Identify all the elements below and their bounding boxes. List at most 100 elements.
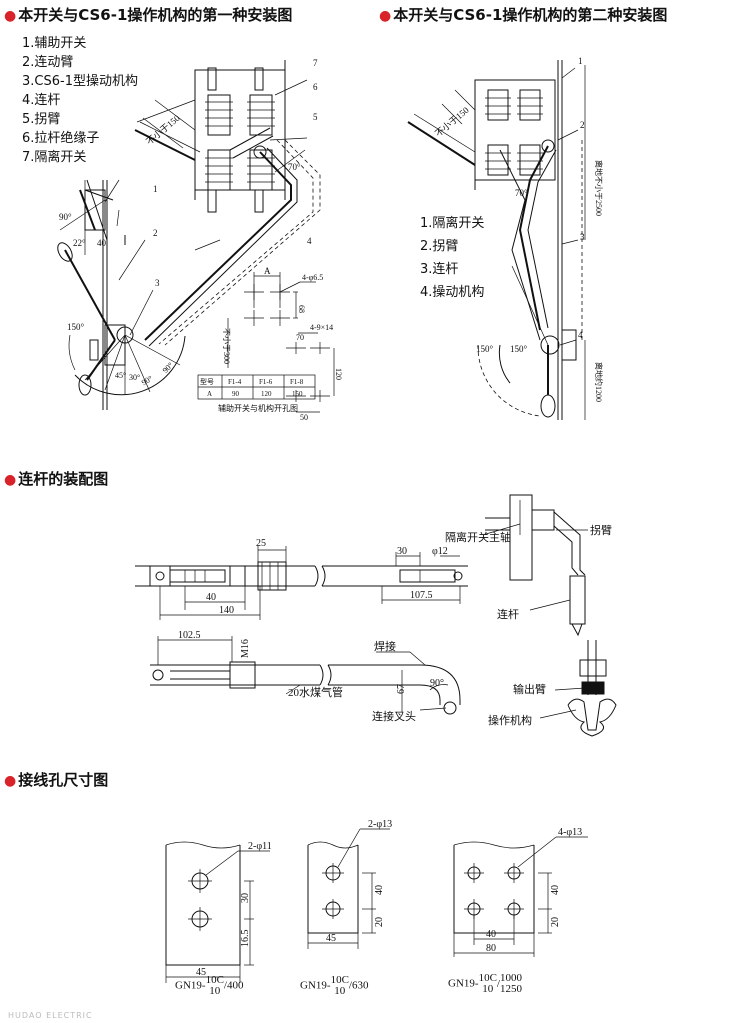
dim-30: 30 bbox=[397, 546, 407, 557]
legend-item: 2.连动臂 bbox=[22, 55, 74, 70]
table-header-cell: F1-8 bbox=[290, 378, 304, 386]
label-num-4: 4 bbox=[578, 330, 583, 340]
legend-item: 4.连杆 bbox=[22, 93, 61, 108]
dim-20: 20 bbox=[374, 917, 385, 927]
table-header-cell: F1-6 bbox=[259, 378, 273, 386]
terminal-diagram-630: 2-φ13 40 20 45 bbox=[307, 819, 392, 949]
label-main-shaft: 隔离开关主轴 bbox=[445, 530, 511, 544]
dim-not-less-300: 不小于300 bbox=[222, 328, 231, 364]
legend-item: 6.拉杆绝缘子 bbox=[22, 131, 100, 146]
dim-140: 140 bbox=[219, 605, 234, 616]
legend-item: 7.隔离开关 bbox=[22, 150, 87, 165]
dim-m16: M16 bbox=[240, 639, 251, 658]
label-num-2: 2 bbox=[580, 120, 585, 130]
dim-45: 45 bbox=[326, 933, 336, 944]
legend-item: 3.CS6-1型操动机构 bbox=[22, 74, 138, 89]
holes-caption: 辅助开关与机构开孔图 bbox=[218, 403, 298, 413]
angle-90: 90° bbox=[430, 678, 444, 689]
hole-spec: 2-φ11 bbox=[248, 841, 272, 852]
label-num-1: 1 bbox=[153, 184, 158, 194]
ground-clearance-2500: 离地不小于2500 bbox=[594, 160, 604, 216]
legend-item: 1.辅助开关 bbox=[22, 36, 87, 51]
section-title-rod: ●连杆的装配图 bbox=[4, 470, 109, 488]
dim-50: 50 bbox=[300, 413, 308, 422]
dim-40-vertical: 40 bbox=[550, 885, 561, 895]
dim-80: 80 bbox=[486, 943, 496, 954]
angle-150-small: 150° bbox=[510, 344, 528, 354]
dim-30: 30 bbox=[240, 893, 251, 903]
dim-45: 45 bbox=[196, 967, 206, 978]
legend-item: 2.拐臂 bbox=[420, 239, 459, 254]
label-pipe: 20水煤气管 bbox=[288, 685, 343, 699]
legend-item: 4.操动机构 bbox=[420, 285, 485, 300]
dim-16-5: 16.5 bbox=[240, 930, 251, 948]
bullet-icon: ● bbox=[379, 8, 392, 24]
angle-45: 45° bbox=[115, 371, 126, 380]
holes-phi65: 4-φ6.5 bbox=[302, 273, 323, 282]
rod-assembly-diagram: 25 40 140 30 φ12 107.5 102.5 M16 焊接 20水煤… bbox=[135, 494, 617, 737]
insulator-stack bbox=[205, 94, 275, 191]
label-output-arm: 输出臂 bbox=[513, 682, 546, 696]
table-cell: 90 bbox=[232, 390, 240, 398]
dim-not-less-150: 不小于150 bbox=[144, 113, 182, 147]
label-mechanism: 操作机构 bbox=[488, 713, 532, 727]
dim-25: 25 bbox=[256, 538, 266, 549]
angle-90b: 90° bbox=[140, 374, 154, 387]
dim-68: 68 bbox=[297, 305, 306, 313]
table-cell: 150 bbox=[292, 390, 303, 398]
angle-30: 30° bbox=[129, 373, 140, 382]
dim-A: A bbox=[264, 266, 271, 276]
table-cell: A bbox=[207, 390, 212, 398]
label-link: 连杆 bbox=[497, 607, 519, 621]
dim-phi12: φ12 bbox=[432, 546, 448, 557]
angle-70: 70° bbox=[288, 162, 301, 172]
label-num-5: 5 bbox=[313, 112, 318, 122]
dim-40-horizontal: 40 bbox=[486, 929, 496, 940]
legend-item: 1.隔离开关 bbox=[420, 216, 485, 231]
section-title-install2: ●本开关与CS6-1操作机构的第二种安装图 bbox=[379, 6, 668, 24]
terminal-diagram-1250: 4-φ13 40 20 40 80 bbox=[453, 827, 588, 957]
aux-holes-diagram: A 4-φ6.5 68 不小于300 70 4-9×14 120 50 bbox=[222, 266, 343, 422]
ground-clearance-1200: 离地约1200 bbox=[594, 362, 604, 402]
label-num-1: 1 bbox=[578, 56, 583, 66]
angle-90c: 90° bbox=[161, 361, 175, 375]
angle-22: 22° bbox=[73, 238, 86, 248]
label-num-2: 2 bbox=[153, 228, 158, 238]
angle-90: 90° bbox=[59, 212, 72, 222]
section-title-install1: ●本开关与CS6-1操作机构的第一种安装图 bbox=[4, 6, 293, 24]
legend-install2: 1.隔离开关 2.拐臂 3.连杆 4.操动机构 bbox=[420, 212, 484, 304]
legend-install1: 1.辅助开关 2.连动臂 3.CS6-1型操动机构 4.连杆 5.拐臂 6.拉杆… bbox=[22, 34, 138, 167]
label-num-6: 6 bbox=[313, 82, 318, 92]
terminal-diagram-400: 2-φ11 30 16.5 45 bbox=[165, 841, 272, 983]
model-table: 型号 F1-4 F1-6 F1-8 A 90 120 150 辅助开关与机构开孔… bbox=[197, 374, 316, 413]
bullet-icon: ● bbox=[4, 773, 17, 789]
dim-40: 40 bbox=[206, 592, 216, 603]
label-weld: 焊接 bbox=[374, 639, 396, 653]
install1-diagram: 不小于150 70° 90° 22° 40 150° 45° 30° 90° 9… bbox=[57, 58, 321, 410]
bullet-icon: ● bbox=[4, 8, 17, 24]
insulator-stack bbox=[485, 89, 543, 176]
table-cell: 120 bbox=[261, 390, 272, 398]
label-crank: 拐臂 bbox=[590, 523, 612, 537]
angle-70: 70° bbox=[515, 188, 528, 198]
dim-40: 40 bbox=[374, 885, 385, 895]
hole-spec: 2-φ13 bbox=[368, 819, 392, 830]
dim-107-5: 107.5 bbox=[410, 590, 433, 601]
label-fork: 连接叉头 bbox=[372, 710, 416, 723]
slot-spec: 4-9×14 bbox=[310, 323, 333, 332]
bullet-icon: ● bbox=[4, 472, 17, 488]
dim-not-less-150: 不小于150 bbox=[433, 105, 471, 139]
label-num-3: 3 bbox=[580, 232, 585, 242]
section-title-terminal: ●接线孔尺寸图 bbox=[4, 771, 109, 789]
table-header-cell: 型号 bbox=[200, 377, 214, 386]
watermark: HUDAO ELECTRIC bbox=[8, 1011, 93, 1020]
dim-67: 67 bbox=[396, 684, 407, 694]
label-num-7: 7 bbox=[313, 58, 318, 68]
legend-item: 5.拐臂 bbox=[22, 112, 61, 127]
dim-120: 120 bbox=[334, 368, 343, 380]
legend-item: 3.连杆 bbox=[420, 262, 459, 277]
dim-70: 70 bbox=[296, 333, 304, 342]
